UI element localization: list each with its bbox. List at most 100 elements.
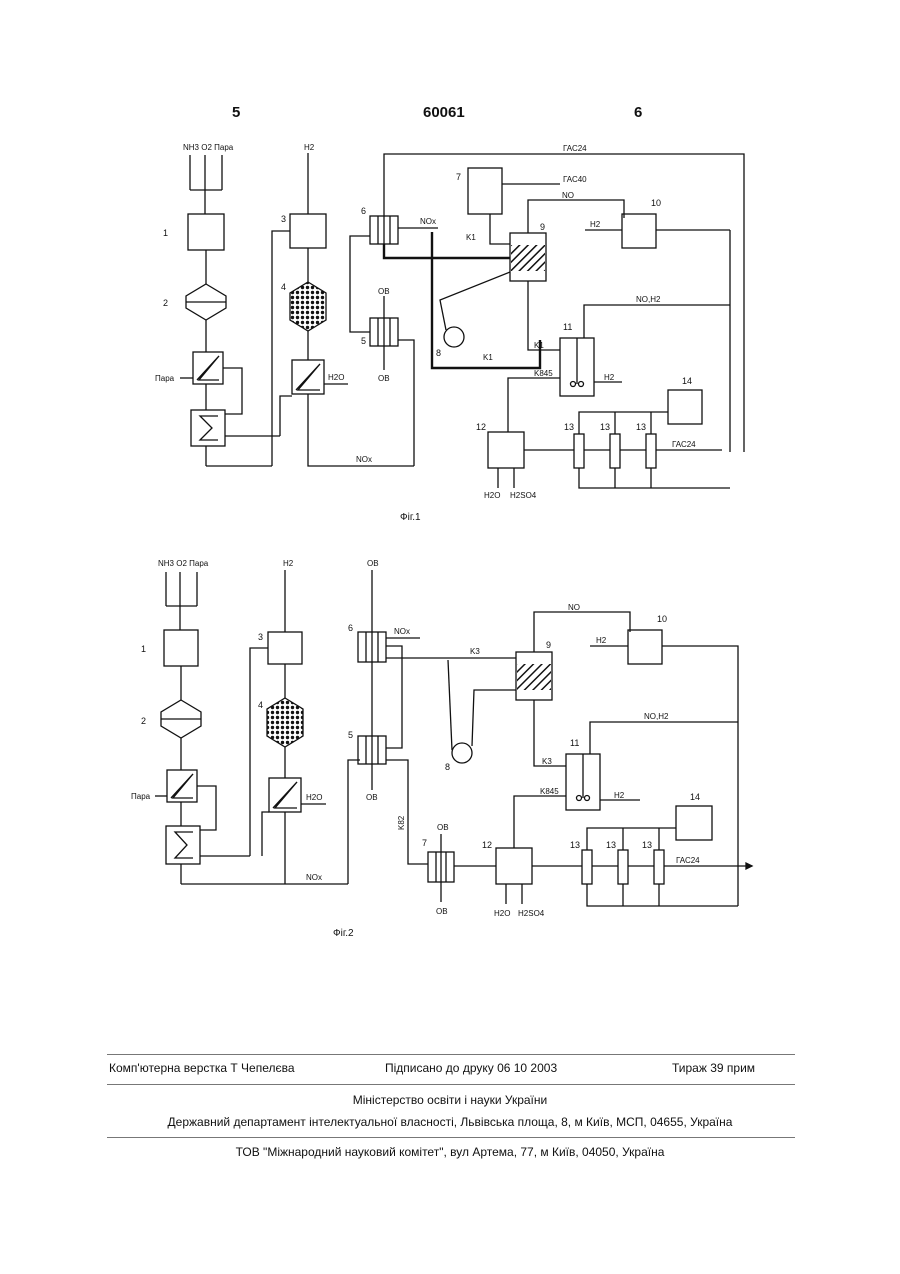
footer-department: Державний департамент інтелектуальної вл… [0, 1115, 900, 1129]
fig1-label-h2o-in: H2O [484, 491, 500, 500]
fig1-label-no: NO [562, 191, 574, 200]
fig1-num: 4 [281, 282, 286, 292]
fig2-catalyst-4 [267, 698, 303, 747]
fig1-num: 13 [600, 422, 610, 432]
fig1-label-k1-c: K1 [534, 341, 544, 350]
fig1-num: 5 [361, 336, 366, 346]
fig2-label-h2o: H2O [306, 793, 322, 802]
fig2-block-3 [268, 632, 302, 664]
fig2-label-ob-7-bottom: OB [436, 907, 448, 916]
fig2-label-h2o-in: H2O [494, 909, 510, 918]
fig2-label-k845: K845 [540, 787, 559, 796]
footer-rule-top [107, 1054, 795, 1055]
fig2-num: 11 [570, 738, 579, 748]
footer-printer: ТОВ "Міжнародний науковий комітет", вул … [0, 1145, 900, 1159]
fig1-num: 12 [476, 422, 486, 432]
fig2-label-nox-6: NOx [394, 627, 410, 636]
fig1-input-h2: H2 [304, 143, 315, 152]
fig2-num: 9 [546, 640, 551, 650]
fig1-label-ob-bottom: OB [378, 374, 390, 383]
fig1-num: 9 [540, 222, 545, 232]
fig1-num: 13 [636, 422, 646, 432]
fig1-num: 1 [163, 228, 168, 238]
fig2-label-h2-10: H2 [596, 636, 607, 645]
fig2-num: 14 [690, 792, 700, 802]
fig1-num: 8 [436, 348, 441, 358]
fig2-input-left: NH3 O2 Пара [158, 559, 209, 568]
fig2-label-ob-5: OB [366, 793, 378, 802]
fig1-label-k1-b: K1 [483, 353, 493, 362]
fig2-num: 1 [141, 644, 146, 654]
footer-circulation: Тираж 39 прим [672, 1061, 755, 1075]
fig2-num: 12 [482, 840, 492, 850]
figure-1: NH3 O2 Пара 1 2 Пара H2 3 4 [155, 143, 744, 523]
fig1-num: 11 [563, 322, 572, 332]
fig2-label-gas-out: ГАС24 [676, 856, 700, 865]
fig1-label-gas-out: ГАС24 [672, 440, 696, 449]
fig2-num: 13 [642, 840, 652, 850]
fig1-num: 6 [361, 206, 366, 216]
fig1-label-pair: Пара [155, 374, 175, 383]
fig2-block-12 [496, 848, 532, 884]
fig1-label-h2so4-in: H2SO4 [510, 491, 537, 500]
fig2-block-14 [676, 806, 712, 840]
fig1-caption: Фіг.1 [400, 512, 421, 523]
fig1-num: 3 [281, 214, 286, 224]
fig2-label-pair: Пара [131, 792, 151, 801]
fig2-label-ob-7-top: OB [437, 823, 449, 832]
fig2-num: 13 [570, 840, 580, 850]
fig1-label-ob-top: OB [378, 287, 390, 296]
fig1-column-13c [646, 434, 656, 468]
fig2-num: 5 [348, 730, 353, 740]
fig1-label-nox-bottom: NOx [356, 455, 372, 464]
fig2-block-1 [164, 630, 198, 666]
fig1-catalyst-4 [290, 282, 326, 331]
fig1-label-h2-10: H2 [590, 220, 601, 229]
fig1-column-13b [610, 434, 620, 468]
fig1-label-gas-mid: ГАС40 [563, 175, 587, 184]
footer-rule-mid [107, 1084, 795, 1085]
fig2-num: 10 [657, 614, 667, 624]
fig1-input-left: NH3 O2 Пара [183, 143, 234, 152]
fig1-block-7 [468, 168, 502, 214]
fig1-label-h2o: H2O [328, 373, 344, 382]
fig1-block-14 [668, 390, 702, 424]
fig1-num: 2 [163, 298, 168, 308]
footer-layout: Комп'ютерна верстка Т Чепелєва [109, 1061, 295, 1075]
fig1-label-nox-out: NOx [420, 217, 436, 226]
fig2-column-13c [654, 850, 664, 884]
fig2-label-k82: K82 [397, 815, 406, 830]
footer-rule-bottom [107, 1137, 795, 1138]
fig2-num: 6 [348, 623, 353, 633]
fig1-num: 14 [682, 376, 692, 386]
fig1-label-h2-11: H2 [604, 373, 615, 382]
footer-ministry: Міністерство освіти і науки України [0, 1093, 900, 1107]
fig1-label-k845: K845 [534, 369, 553, 378]
fig1-label-no-h2: NO,H2 [636, 295, 661, 304]
figure-2: NH3 O2 Пара 1 2 Пара H2 3 4 H2O [131, 559, 752, 939]
fig2-num: 2 [141, 716, 146, 726]
fig2-num: 8 [445, 762, 450, 772]
fig1-num: 13 [564, 422, 574, 432]
fig1-num: 10 [651, 198, 661, 208]
fig2-label-no: NO [568, 603, 580, 612]
fig1-block-12 [488, 432, 524, 468]
fig2-input-h2: H2 [283, 559, 294, 568]
fig2-label-k3-b: K3 [542, 757, 552, 766]
fig2-pump-8 [452, 743, 472, 763]
fig2-label-k3-a: K3 [470, 647, 480, 656]
fig1-label-gas-top: ГАС24 [563, 144, 587, 153]
fig1-pump-8 [444, 327, 464, 347]
fig2-input-ob: OB [367, 559, 379, 568]
footer-signed: Підписано до друку 06 10 2003 [385, 1061, 557, 1075]
fig2-label-h2so4-in: H2SO4 [518, 909, 545, 918]
fig2-num: 4 [258, 700, 263, 710]
fig2-label-no-h2: NO,H2 [644, 712, 669, 721]
fig2-num: 7 [422, 838, 427, 848]
fig2-num: 13 [606, 840, 616, 850]
fig1-num: 7 [456, 172, 461, 182]
fig2-label-nox-bottom: NOx [306, 873, 322, 882]
fig2-label-h2-11: H2 [614, 791, 625, 800]
fig2-column-13a [582, 850, 592, 884]
fig1-label-k1-a: K1 [466, 233, 476, 242]
